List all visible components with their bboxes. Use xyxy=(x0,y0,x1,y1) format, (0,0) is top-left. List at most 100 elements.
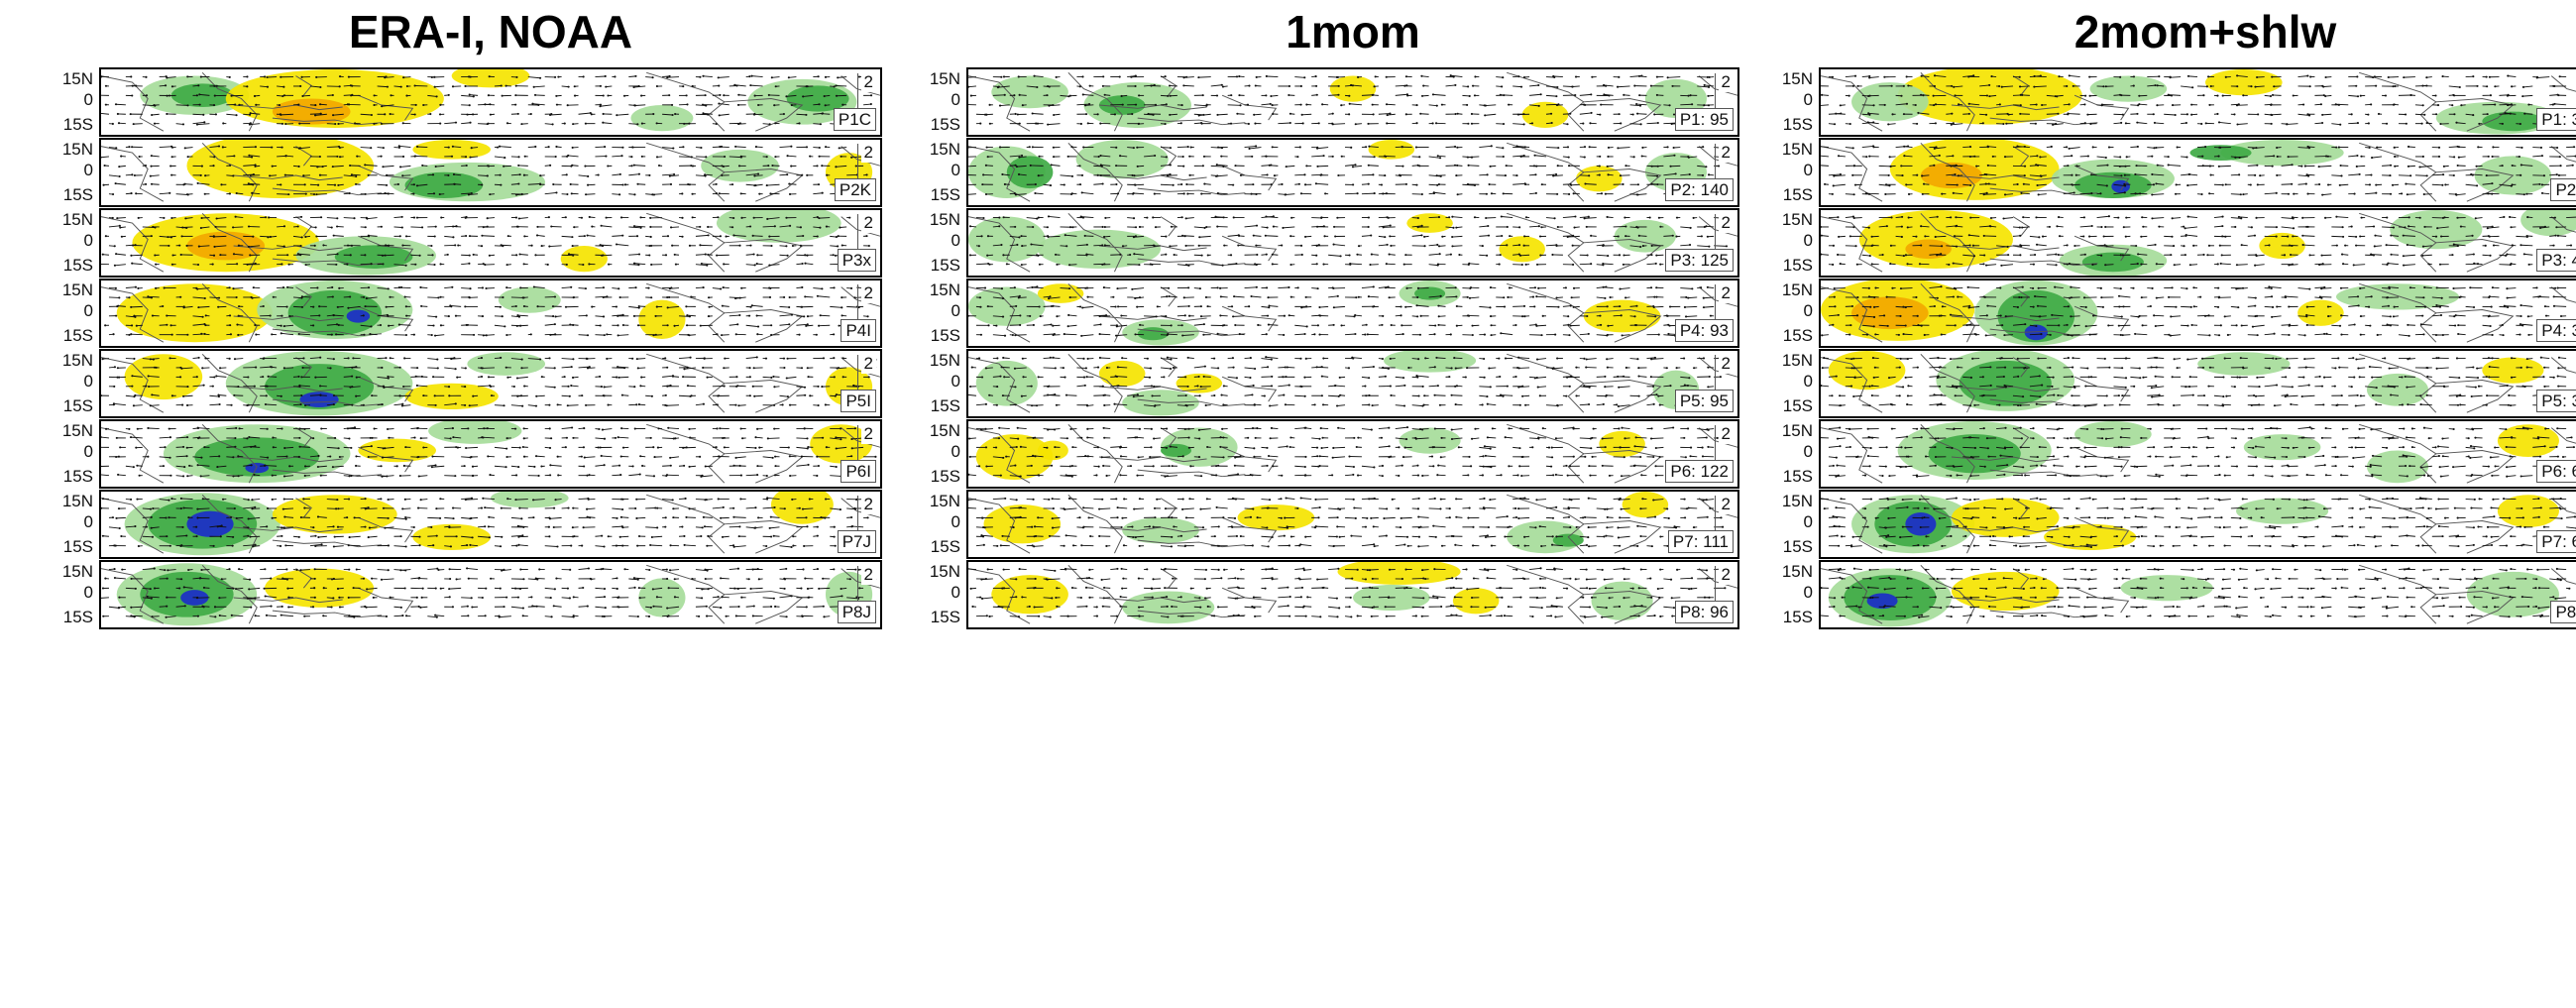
wind-vector-head xyxy=(781,403,784,406)
wind-vector-head xyxy=(690,165,693,168)
wind-vector-head xyxy=(621,183,624,186)
coastline xyxy=(1507,71,1585,132)
wind-vector xyxy=(669,174,680,177)
wind-vector-head xyxy=(506,376,509,379)
wind-vector-head xyxy=(415,145,419,149)
wind-vector-head xyxy=(632,85,635,89)
wind-vector-head xyxy=(607,403,610,406)
wind-vector xyxy=(377,183,388,186)
wind-vector xyxy=(125,315,136,318)
wind-vector-head xyxy=(618,172,621,175)
wind-vector-head xyxy=(702,286,705,289)
wind-vector-head xyxy=(1403,84,1406,87)
wind-vector-head xyxy=(599,84,603,87)
wind-vector-head xyxy=(228,568,231,571)
wind-vector-head xyxy=(768,526,771,529)
wind-vector-head xyxy=(623,183,627,186)
coastline xyxy=(840,75,880,96)
wind-vector xyxy=(561,394,570,397)
wind-vector-head xyxy=(601,428,605,431)
wind-vector xyxy=(617,334,629,336)
wind-vector-head xyxy=(387,375,390,378)
wind-vector-head xyxy=(301,94,304,97)
wind-vector-head xyxy=(852,384,855,388)
wind-vector-head xyxy=(504,325,506,328)
wind-vector-head xyxy=(517,543,520,546)
wind-vector-head xyxy=(170,498,173,501)
wind-vector-head xyxy=(637,535,641,538)
wind-vector-head xyxy=(101,358,104,361)
wind-vector xyxy=(817,295,831,298)
wind-vector xyxy=(277,225,285,228)
wind-vector-head xyxy=(865,235,868,238)
wind-vector-head xyxy=(739,427,742,430)
wind-vector xyxy=(197,182,210,185)
wind-vector-head xyxy=(632,577,636,580)
wind-vector-head xyxy=(298,436,301,439)
wind-vector-head xyxy=(639,455,642,458)
wind-vector xyxy=(470,156,479,159)
wind-vector-head xyxy=(297,103,300,106)
wind-vector xyxy=(142,568,155,571)
wind-vector-head xyxy=(264,464,267,467)
wind-vector-head xyxy=(819,314,822,317)
wind-vector-head xyxy=(287,193,290,196)
wind-vector-head xyxy=(741,437,744,440)
coastline xyxy=(101,216,165,273)
wind-vector-head xyxy=(673,578,676,581)
wind-vector-head xyxy=(313,587,316,590)
wind-vector-head xyxy=(773,403,776,406)
wind-vector xyxy=(247,597,261,600)
wind-vector-head xyxy=(468,404,471,407)
anomaly-map xyxy=(101,69,880,132)
wind-vector xyxy=(226,113,237,116)
wind-vector xyxy=(668,427,680,430)
wind-vector-head xyxy=(128,146,131,149)
wind-vector-head xyxy=(281,507,284,510)
wind-vector xyxy=(236,192,244,195)
wind-vector-head xyxy=(706,376,709,379)
wind-vector-head xyxy=(278,104,281,107)
wind-vector-head xyxy=(271,498,274,501)
wind-vector-head xyxy=(228,286,231,289)
wind-vector-head xyxy=(840,595,843,598)
wind-vector-head xyxy=(565,436,569,439)
wind-vector-head xyxy=(254,505,257,508)
wind-vector-head xyxy=(1239,104,1242,107)
wind-vector xyxy=(634,263,646,266)
wind-vector-head xyxy=(505,455,508,459)
wind-vector-head xyxy=(701,526,704,529)
wind-vector-head xyxy=(670,103,674,106)
wind-vector xyxy=(333,314,344,317)
wind-vector-head xyxy=(488,254,491,257)
wind-vector-head xyxy=(633,586,636,589)
wind-vector-head xyxy=(271,474,274,477)
wind-vector-head xyxy=(332,314,335,317)
wind-vector-head xyxy=(733,83,736,86)
wind-vector xyxy=(719,103,729,106)
wind-vector-head xyxy=(785,95,788,98)
wind-vector-head xyxy=(607,535,610,538)
wind-vector-head xyxy=(1103,93,1106,96)
wind-vector-head xyxy=(735,376,738,379)
wind-vector xyxy=(636,516,646,519)
anomaly-region-green xyxy=(334,245,413,269)
wind-vector-head xyxy=(722,437,725,440)
wind-vector-head xyxy=(102,183,105,186)
wind-vector-head xyxy=(854,568,857,571)
wind-vector xyxy=(695,526,703,528)
wind-vector-head xyxy=(1230,94,1233,97)
wind-vector-head xyxy=(232,535,235,538)
coastline xyxy=(233,315,343,322)
wind-vector-head xyxy=(180,367,183,370)
wind-vector xyxy=(150,358,160,360)
wind-vector-head xyxy=(651,588,654,591)
wind-vector-head xyxy=(196,615,199,617)
wind-vector-head xyxy=(186,156,189,159)
wind-vector xyxy=(377,569,389,571)
wind-vector-head xyxy=(266,385,269,388)
wind-vector-head xyxy=(599,105,602,108)
wind-vector xyxy=(235,216,244,219)
wind-vector-head xyxy=(522,173,526,176)
